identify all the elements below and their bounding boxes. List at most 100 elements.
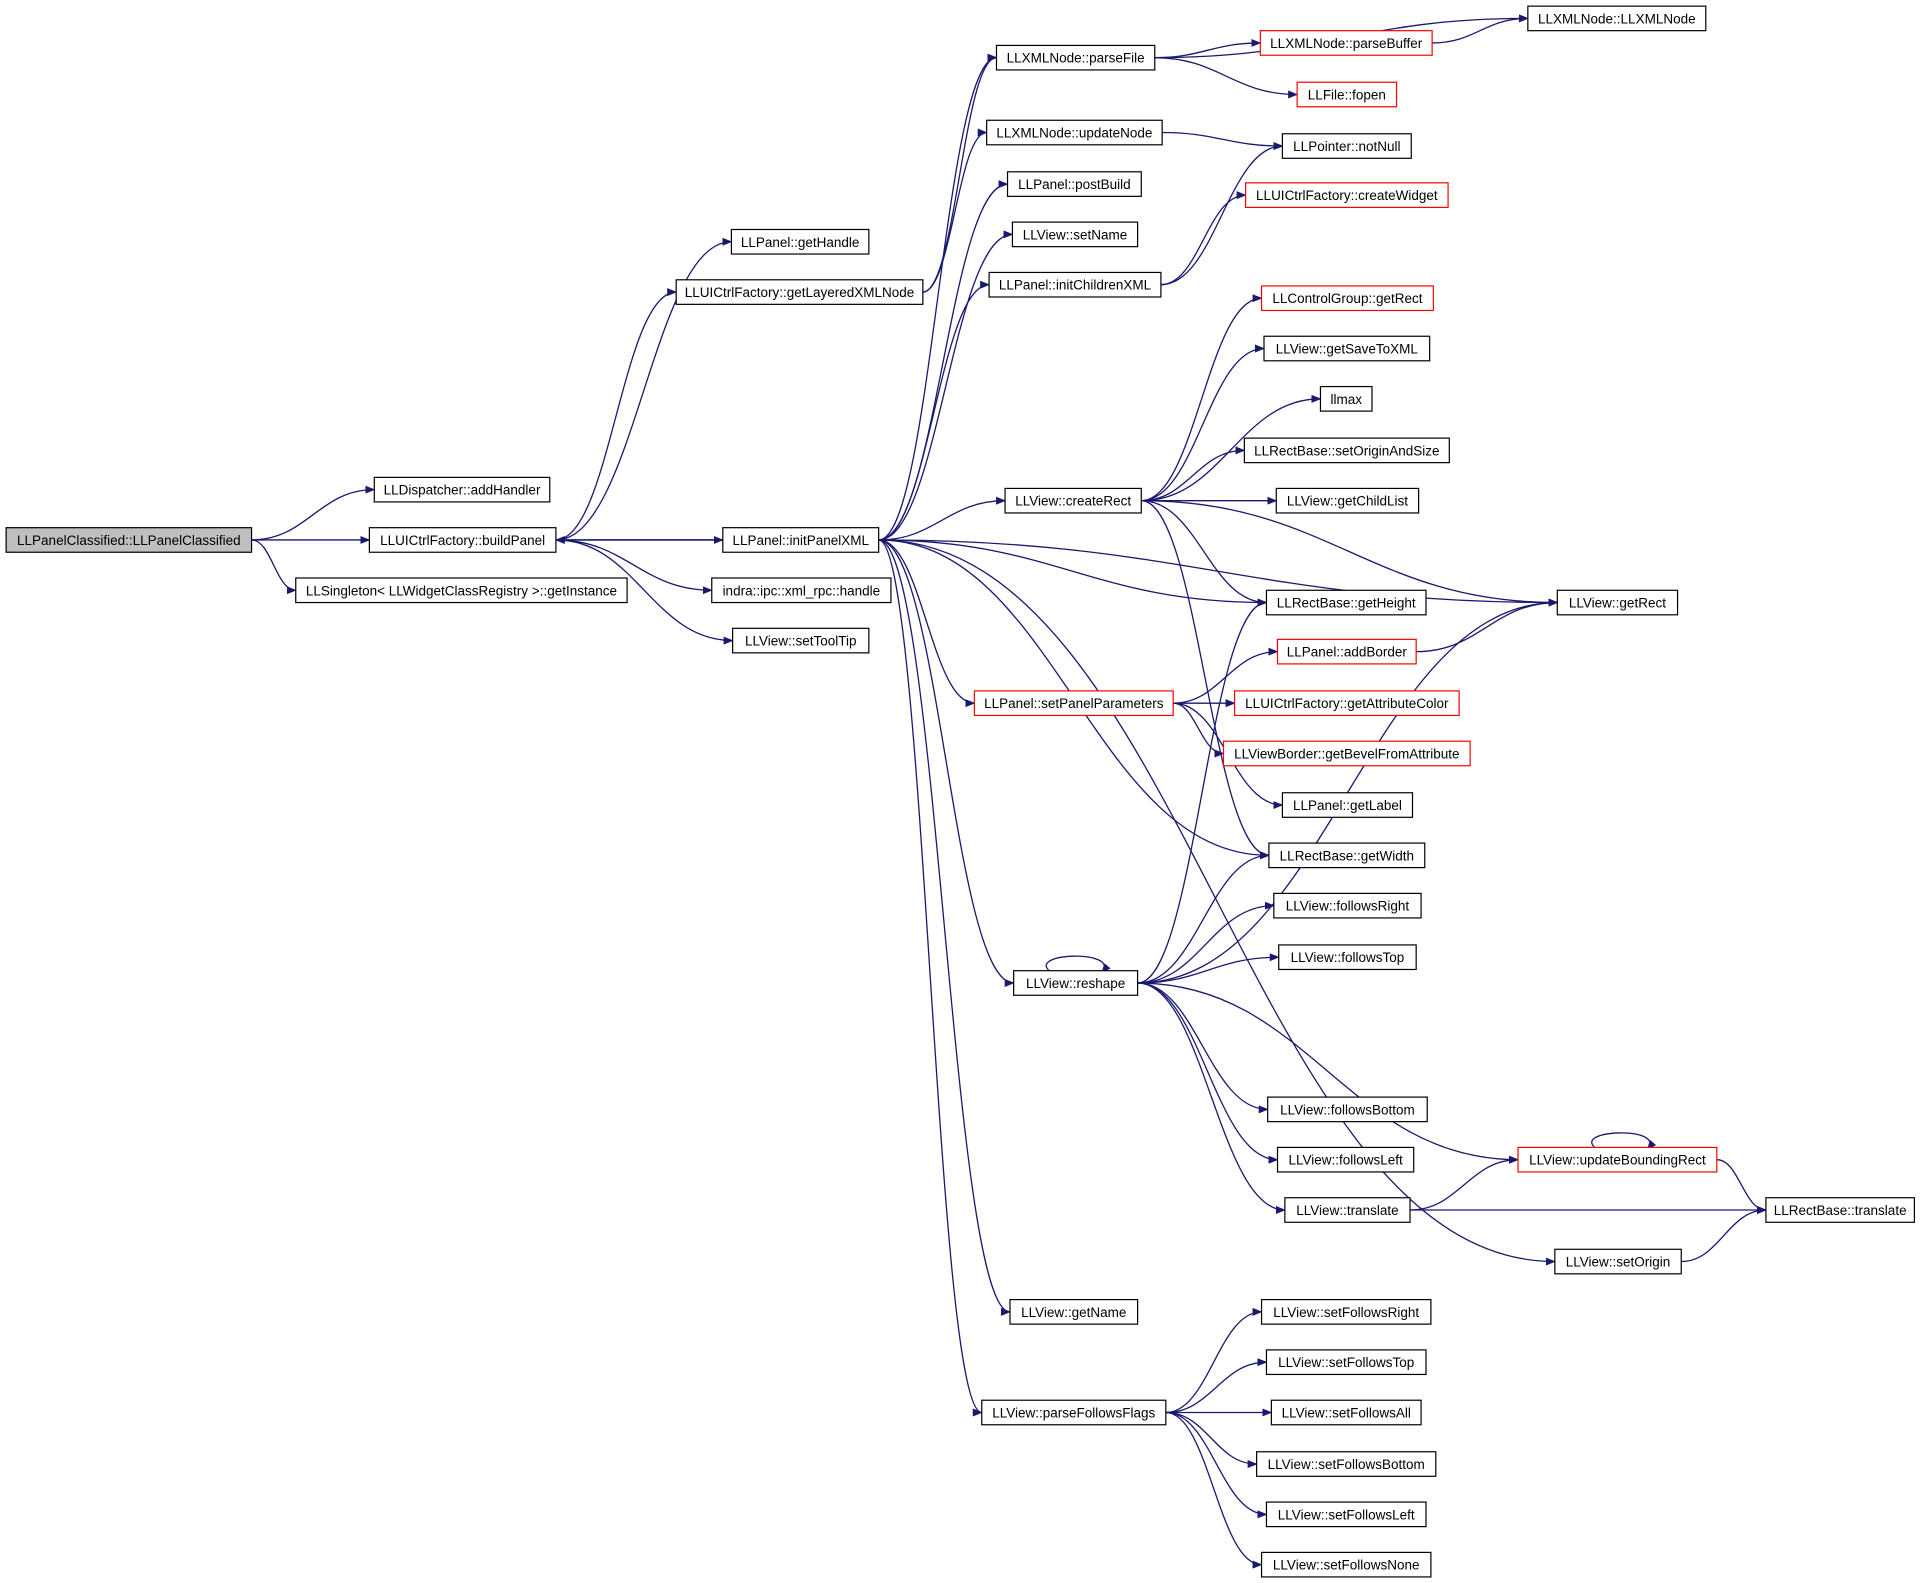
node-getInstance[interactable]: LLSingleton< LLWidgetClassRegistry >::ge… <box>295 577 628 604</box>
edge-createRect-to-viewGetRect <box>1141 500 1559 607</box>
node-label-getInstance: LLSingleton< LLWidgetClassRegistry >::ge… <box>306 583 617 598</box>
node-label-getHeight: LLRectBase::getHeight <box>1277 596 1416 611</box>
node-box-createRect <box>1004 487 1142 514</box>
node-createRect[interactable]: LLView::createRect <box>1004 487 1142 514</box>
node-box-addHandler <box>373 476 551 503</box>
edge-buildPanel-to-getLayeredXMLNode <box>555 288 678 541</box>
node-box-getBevelFromAttribute <box>1222 740 1471 767</box>
node-setFollowsAll[interactable]: LLView::setFollowsAll <box>1270 1399 1422 1426</box>
node-translate[interactable]: LLView::translate <box>1284 1197 1411 1223</box>
node-addHandler[interactable]: LLDispatcher::addHandler <box>373 476 551 503</box>
node-setOriginAndSize[interactable]: LLRectBase::setOriginAndSize <box>1243 437 1450 464</box>
node-label-cgGetRect: LLControlGroup::getRect <box>1272 291 1422 306</box>
node-box-postBuild <box>1006 171 1142 197</box>
node-initPanelXML[interactable]: LLPanel::initPanelXML <box>722 527 880 553</box>
node-getChildList[interactable]: LLView::getChildList <box>1275 487 1420 514</box>
node-box-getHandle <box>730 228 870 255</box>
node-setOrigin[interactable]: LLView::setOrigin <box>1554 1248 1682 1275</box>
node-getAttributeColor[interactable]: LLUICtrlFactory::getAttributeColor <box>1233 690 1460 717</box>
edge-initPanelXML-to-setName <box>878 230 1014 541</box>
node-setFollowsBottom[interactable]: LLView::setFollowsBottom <box>1256 1451 1437 1477</box>
edge-setPanelParameters-to-getBevelFromAttribute <box>1173 702 1225 758</box>
node-box-setFollowsLeft <box>1265 1501 1427 1528</box>
node-setFollowsLeft[interactable]: LLView::setFollowsLeft <box>1265 1501 1427 1528</box>
node-llmax[interactable]: llmax <box>1319 385 1373 412</box>
node-label-reshape: LLView::reshape <box>1026 976 1125 991</box>
node-viewGetRect[interactable]: LLView::getRect <box>1556 589 1679 616</box>
node-setFollowsRight[interactable]: LLView::setFollowsRight <box>1260 1298 1432 1325</box>
node-box-getLayeredXMLNode <box>675 279 924 305</box>
node-setPanelParameters[interactable]: LLPanel::setPanelParameters <box>973 690 1174 717</box>
node-addBorder[interactable]: LLPanel::addBorder <box>1276 638 1417 665</box>
node-label-initChildrenXML: LLPanel::initChildrenXML <box>999 278 1152 293</box>
node-fopen[interactable]: LLFile::fopen <box>1296 81 1398 108</box>
node-initChildrenXML[interactable]: LLPanel::initChildrenXML <box>988 271 1162 298</box>
node-box-buildPanel <box>368 527 557 553</box>
node-parseFile[interactable]: LLXMLNode::parseFile <box>995 44 1156 71</box>
node-box-getAttributeColor <box>1233 690 1460 717</box>
node-box-viewGetRect <box>1556 589 1679 616</box>
node-getLabel[interactable]: LLPanel::getLabel <box>1281 792 1414 818</box>
node-rectTranslate[interactable]: LLRectBase::translate <box>1765 1197 1916 1223</box>
node-reshape[interactable]: LLView::reshape <box>1013 970 1139 996</box>
node-getSaveToXML[interactable]: LLView::getSaveToXML <box>1263 335 1431 362</box>
node-setToolTip[interactable]: LLView::setToolTip <box>732 627 870 654</box>
node-label-LLXMLNodeCtor: LLXMLNode::LLXMLNode <box>1538 11 1696 26</box>
node-buildPanel[interactable]: LLUICtrlFactory::buildPanel <box>368 527 557 553</box>
node-box-followsTop <box>1278 944 1417 971</box>
node-postBuild[interactable]: LLPanel::postBuild <box>1006 171 1142 197</box>
node-box-createWidget <box>1244 182 1449 208</box>
node-parseBuffer[interactable]: LLXMLNode::parseBuffer <box>1259 30 1433 56</box>
node-box-setPanelParameters <box>973 690 1174 717</box>
node-label-followsTop: LLView::followsTop <box>1291 950 1405 965</box>
node-label-addBorder: LLPanel::addBorder <box>1287 645 1408 660</box>
node-box-setFollowsBottom <box>1256 1451 1437 1477</box>
node-getLayeredXMLNode[interactable]: LLUICtrlFactory::getLayeredXMLNode <box>675 279 924 305</box>
node-box-llmax <box>1319 385 1373 412</box>
node-label-setFollowsLeft: LLView::setFollowsLeft <box>1278 1507 1415 1522</box>
edge-reshape-to-reshape <box>1045 955 1111 974</box>
node-label-getLabel: LLPanel::getLabel <box>1293 798 1402 813</box>
node-followsRight[interactable]: LLView::followsRight <box>1273 892 1422 919</box>
edge-createRect-to-getHeight <box>1141 500 1268 607</box>
node-root[interactable]: LLPanelClassified::LLPanelClassified <box>5 527 253 553</box>
node-label-followsLeft: LLView::followsLeft <box>1288 1153 1403 1168</box>
edge-reshape-to-followsBottom <box>1137 982 1269 1114</box>
node-box-followsLeft <box>1276 1146 1415 1173</box>
node-parseFollowsFlags[interactable]: LLView::parseFollowsFlags <box>981 1399 1167 1426</box>
node-setFollowsNone[interactable]: LLView::setFollowsNone <box>1260 1551 1432 1578</box>
node-getHandle[interactable]: LLPanel::getHandle <box>730 228 870 255</box>
node-setName[interactable]: LLView::setName <box>1011 221 1139 248</box>
node-getName[interactable]: LLView::getName <box>1009 1298 1139 1325</box>
node-xmlrpcHandle[interactable]: indra::ipc::xml_rpc::handle <box>711 577 892 604</box>
node-followsLeft[interactable]: LLView::followsLeft <box>1276 1146 1415 1173</box>
node-LLXMLNodeCtor[interactable]: LLXMLNode::LLXMLNode <box>1527 5 1707 32</box>
edge-root-to-getInstance <box>251 539 297 595</box>
node-box-initChildrenXML <box>988 271 1162 298</box>
node-box-setOrigin <box>1554 1248 1682 1275</box>
node-cgGetRect[interactable]: LLControlGroup::getRect <box>1260 285 1434 312</box>
node-box-root <box>5 527 253 553</box>
edge-initPanelXML-to-setOrigin <box>878 539 1556 1266</box>
node-notNull[interactable]: LLPointer::notNull <box>1281 133 1412 159</box>
edge-initPanelXML-to-getHeight <box>878 539 1268 607</box>
node-updateBoundingRect[interactable]: LLView::updateBoundingRect <box>1517 1146 1718 1173</box>
node-updateNode[interactable]: LLXMLNode::updateNode <box>986 119 1163 146</box>
edge-initChildrenXML-to-createWidget <box>1160 191 1247 286</box>
edge-createRect-to-llmax <box>1141 394 1322 502</box>
node-followsTop[interactable]: LLView::followsTop <box>1278 944 1417 971</box>
node-createWidget[interactable]: LLUICtrlFactory::createWidget <box>1244 182 1449 208</box>
edge-parseFile-to-parseBuffer <box>1154 38 1262 59</box>
node-getWidth[interactable]: LLRectBase::getWidth <box>1268 842 1426 869</box>
node-label-parseBuffer: LLXMLNode::parseBuffer <box>1270 36 1423 51</box>
node-setFollowsTop[interactable]: LLView::setFollowsTop <box>1265 1349 1427 1376</box>
node-box-parseFollowsFlags <box>981 1399 1167 1426</box>
edge-parseFollowsFlags-to-setFollowsLeft <box>1165 1411 1268 1519</box>
node-followsBottom[interactable]: LLView::followsBottom <box>1267 1096 1428 1123</box>
node-getHeight[interactable]: LLRectBase::getHeight <box>1265 589 1427 616</box>
node-getBevelFromAttribute[interactable]: LLViewBorder::getBevelFromAttribute <box>1222 740 1471 767</box>
node-box-parseBuffer <box>1259 30 1433 56</box>
node-box-parseFile <box>995 44 1156 71</box>
edge-setOrigin-to-rectTranslate <box>1681 1206 1767 1263</box>
node-box-getSaveToXML <box>1263 335 1431 362</box>
